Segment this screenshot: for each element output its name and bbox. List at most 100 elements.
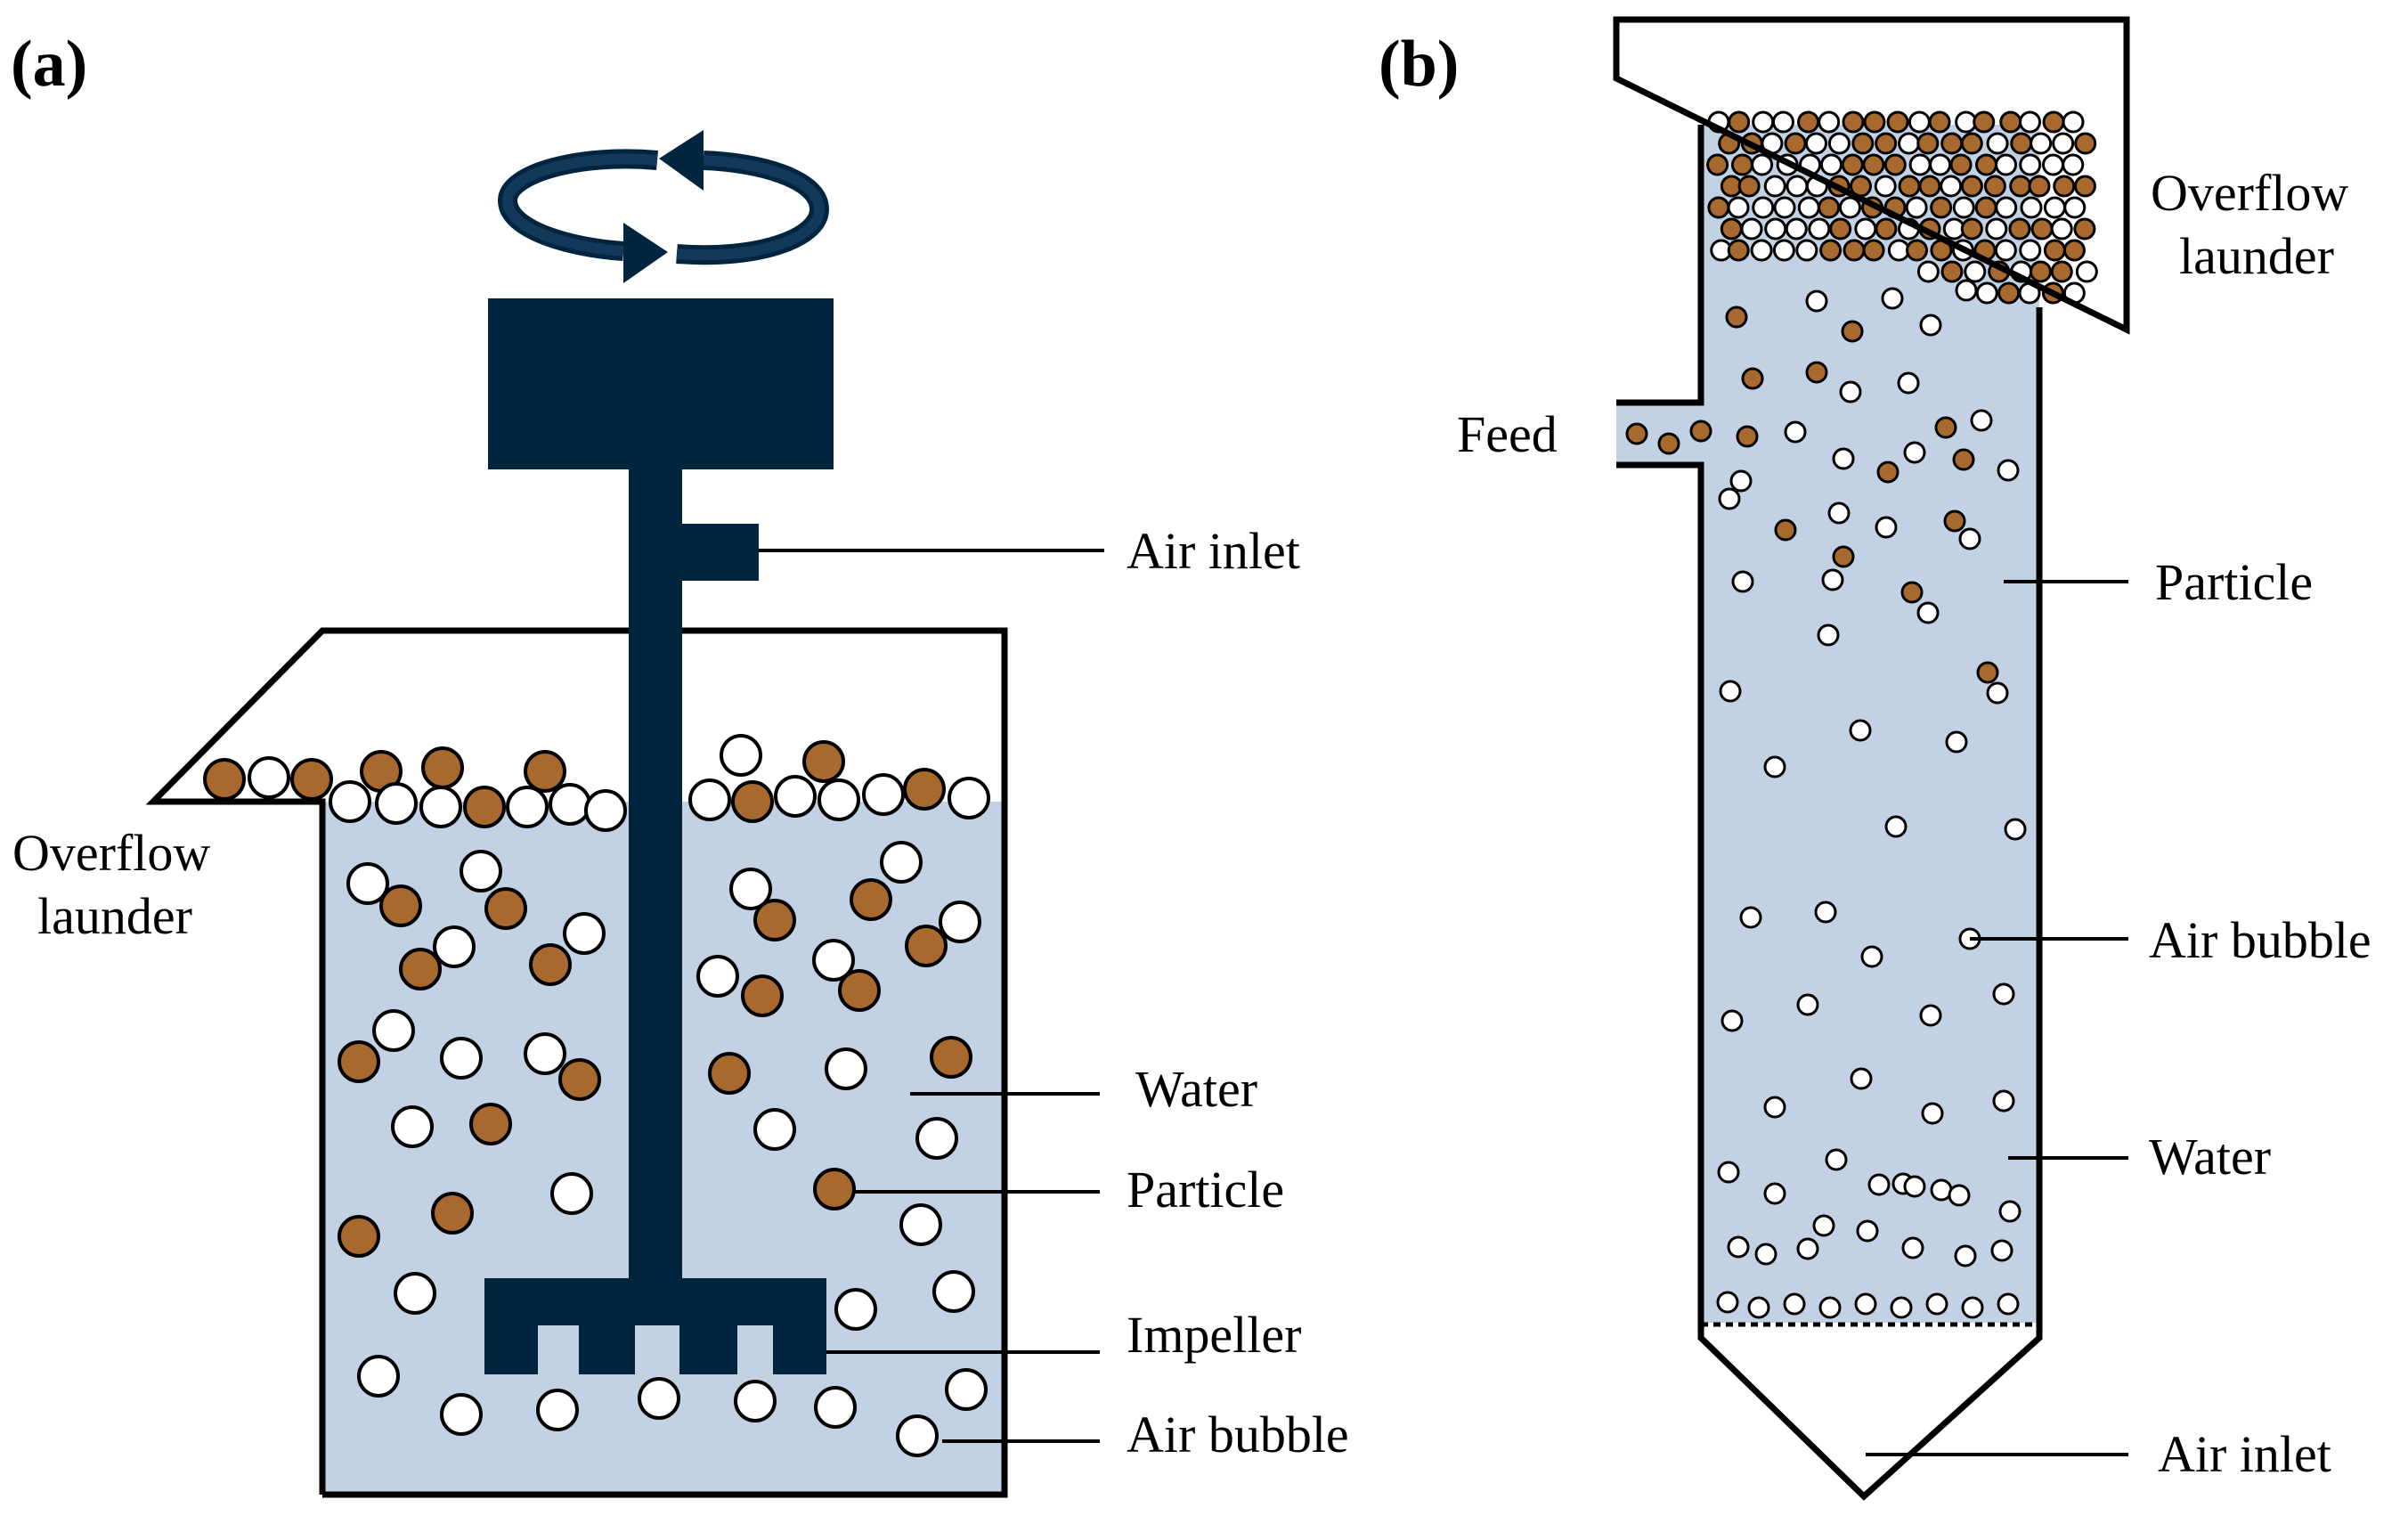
panel-b-column-cell: (b) Overflow launder Feed Particle Ai — [1379, 16, 2371, 1501]
particle — [1832, 545, 1855, 568]
particle — [469, 1103, 512, 1145]
air-bubble — [1763, 1182, 1786, 1205]
particle — [203, 758, 246, 801]
air-bubble — [2052, 132, 2075, 155]
air-bubble — [1804, 132, 1827, 155]
callout-lines-a — [759, 549, 1104, 1443]
particle — [1841, 153, 1864, 176]
air-bubble — [1898, 132, 1921, 155]
air-bubble — [2063, 196, 2087, 219]
panel-a-label: (a) — [11, 28, 87, 101]
particle — [529, 943, 572, 986]
particle — [1976, 661, 1999, 684]
particle — [1829, 217, 1852, 240]
air-bubble — [1763, 1096, 1786, 1119]
air-inlet-pipe-a — [680, 524, 759, 581]
particle — [1797, 110, 1820, 134]
particle — [484, 887, 527, 930]
air-bubble — [1827, 132, 1851, 155]
particle — [1886, 110, 1909, 134]
particle — [905, 925, 948, 967]
particle — [1960, 175, 1983, 198]
particle — [1741, 367, 1764, 390]
air-bubble — [734, 1380, 777, 1422]
air-bubble — [1955, 279, 1978, 302]
particle — [1805, 361, 1828, 384]
particle — [2073, 217, 2096, 240]
air-bubble — [433, 925, 476, 968]
air-bubble — [2019, 110, 2042, 134]
air-bubble — [2075, 260, 2098, 283]
air-bubble — [1997, 1292, 2020, 1316]
air-bubble — [1817, 624, 1840, 647]
air-bubble — [506, 786, 549, 828]
air-bubble — [2042, 153, 2065, 176]
particle — [1657, 432, 1680, 455]
air-bubble — [248, 756, 290, 799]
air-bubble — [720, 734, 762, 777]
air-bubble — [1763, 755, 1786, 778]
air-bubble — [1771, 110, 1794, 134]
particle — [1737, 175, 1761, 198]
air-bubble — [1763, 175, 1786, 198]
label-particle-a: Particle — [1127, 1161, 1284, 1219]
air-bubble — [1945, 730, 1968, 754]
particle — [813, 1168, 856, 1210]
air-bubble — [688, 778, 731, 821]
particle — [1940, 260, 1964, 283]
air-bubble — [1958, 527, 1981, 550]
air-bubble — [1925, 1292, 1948, 1316]
air-bubble — [1994, 239, 2017, 262]
air-bubble — [460, 850, 502, 892]
particle — [431, 1192, 474, 1235]
particle — [1906, 239, 1929, 262]
particle — [524, 750, 566, 793]
air-bubble — [1752, 196, 1775, 219]
label-overflow-a-2: launder — [37, 887, 192, 945]
particle — [1975, 153, 1998, 176]
particle — [1943, 509, 1966, 533]
particle — [1876, 461, 1900, 484]
air-bubble — [1731, 570, 1754, 593]
particle — [838, 969, 881, 1012]
air-bubble — [1818, 1296, 1842, 1319]
particle — [1997, 281, 2021, 305]
air-bubble — [1751, 153, 1774, 176]
particle — [1842, 110, 1865, 134]
air-bubble — [1808, 217, 1831, 240]
particle — [1706, 153, 1729, 176]
particle — [1930, 196, 1953, 219]
air-bubble — [1752, 110, 1775, 134]
air-bubble — [391, 1105, 434, 1148]
air-bubble — [1992, 982, 2015, 1006]
air-bubble — [1772, 239, 1795, 262]
panel-a-mechanical-cell: (a) — [11, 28, 1349, 1498]
air-bubble — [1805, 289, 1828, 313]
particle — [1883, 153, 1907, 176]
air-bubble — [1750, 239, 1773, 262]
particle — [2008, 217, 2031, 240]
particle — [1862, 153, 1885, 176]
air-bubble — [1919, 314, 1942, 337]
air-bubble — [1854, 217, 1877, 240]
particle — [930, 1036, 972, 1079]
air-bubble — [1921, 1102, 1944, 1125]
particle — [1863, 110, 1886, 134]
air-bubble — [1998, 1200, 2022, 1223]
particle — [2050, 260, 2073, 283]
label-air-bubble-a: Air bubble — [1127, 1406, 1349, 1463]
particle — [338, 1215, 380, 1258]
air-bubble — [1821, 568, 1844, 591]
air-bubble — [1785, 217, 1808, 240]
air-bubble — [1985, 217, 2008, 240]
air-bubble — [814, 1386, 857, 1429]
motor-box — [488, 298, 834, 469]
air-bubble — [1874, 175, 1897, 198]
air-bubble — [1754, 1243, 1778, 1266]
air-bubble — [549, 783, 591, 826]
air-bubble — [1773, 196, 1796, 219]
particle — [1900, 581, 1924, 604]
air-bubble — [825, 1047, 867, 1090]
particle — [903, 768, 946, 811]
air-bubble — [2062, 153, 2085, 176]
